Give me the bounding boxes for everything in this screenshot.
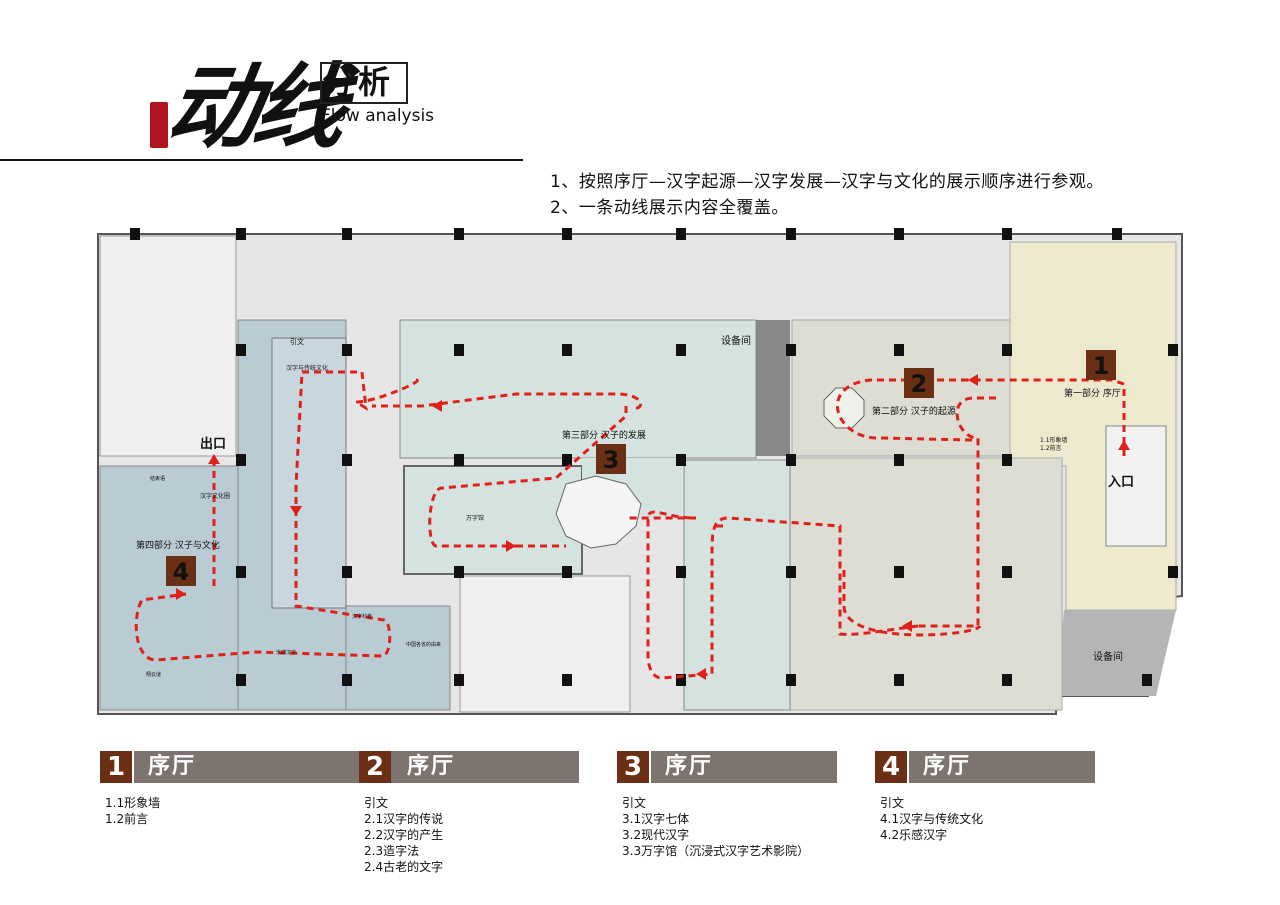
title-divider	[0, 159, 523, 161]
legend-4-title: 序厅	[909, 751, 1095, 783]
route-arrows	[176, 374, 1130, 680]
floor-plan: 1 2 3 4 入口 出口 设备间 设备间 第一部分 序厅 第二部分 汉子的起源…	[96, 226, 1186, 722]
title-sub-frame	[320, 62, 408, 104]
legend-3-title: 序厅	[651, 751, 837, 783]
entrance-core	[1105, 425, 1167, 547]
legend-3-item: 3.3万字馆（沉浸式汉字艺术影院）	[622, 844, 810, 858]
section4-inner	[271, 337, 347, 609]
xiangyu-label: 翔云谜	[146, 671, 161, 678]
legend-4-item: 引文	[880, 796, 905, 810]
svg-text:3: 3	[603, 446, 620, 474]
wanzi-label: 万字馆	[466, 514, 484, 522]
section1-item: 1.1形象墙	[1040, 436, 1068, 444]
legend-2-item: 引文	[364, 796, 389, 810]
section2-label: 第二部分 汉子的起源	[872, 405, 956, 417]
zhongguo-label: 中国各省的由来	[406, 641, 441, 648]
section1-item: 1.2前言	[1040, 444, 1062, 452]
stair-bottom	[459, 575, 631, 713]
exit-label: 出口	[200, 436, 226, 452]
marker-3: 3	[596, 444, 626, 474]
section1-label: 第一部分 序厅	[1064, 387, 1121, 399]
legend-3-number: 3	[617, 751, 649, 783]
marker-1: 1	[1086, 350, 1116, 380]
entrance-label: 入口	[1108, 475, 1134, 490]
intro-line-1: 1、按照序厅—汉字起源—汉字发展—汉字与文化的展示顺序进行参观。	[550, 172, 1104, 192]
section3-area	[399, 319, 757, 459]
svg-text:1: 1	[1093, 352, 1110, 380]
yinwen-label: 引文	[290, 337, 304, 346]
legend-1-item: 1.2前言	[105, 812, 149, 826]
section3-label: 第三部分 汉子的发展	[562, 429, 646, 441]
legend-3-item: 3.2现代汉字	[622, 828, 690, 842]
legend-2-item: 2.2汉字的产生	[364, 828, 444, 842]
section4-left	[99, 465, 239, 711]
rock-feature	[555, 475, 642, 549]
legend-3-items: 引文 3.1汉字七体 3.2现代汉字 3.3万字馆（沉浸式汉字艺术影院）	[622, 795, 862, 859]
legend-2-number: 2	[359, 751, 391, 783]
equipment-room-right-label: 设备间	[1093, 650, 1123, 663]
legend-1-item: 1.1形象墙	[105, 796, 161, 810]
legend-1-number: 1	[100, 751, 132, 783]
octagon-feature	[823, 387, 865, 429]
route-path-mid	[372, 392, 643, 410]
wenhua-label: 汉字文化圈	[200, 492, 230, 500]
legend-3-item: 引文	[622, 796, 647, 810]
wanzi-hall	[403, 465, 583, 575]
section2-area	[791, 319, 1011, 457]
section4-label: 第四部分 汉子与文化	[136, 539, 220, 551]
marker-2: 2	[904, 368, 934, 398]
jieshu-label: 结束语	[150, 475, 165, 482]
restroom-area	[99, 235, 237, 457]
route-path-sec2	[836, 378, 973, 442]
legend-2-item: 2.1汉字的传说	[364, 812, 444, 826]
intro-line-2: 2、一条动线展示内容全覆盖。	[550, 198, 789, 218]
legend-2-items: 引文 2.1汉字的传说 2.2汉字的产生 2.3造字法 2.4古老的文字	[364, 795, 584, 875]
legend-4-item: 4.2乐感汉字	[880, 828, 948, 842]
page-title-english: Flow analysis	[321, 106, 435, 126]
legend-2-title: 序厅	[393, 751, 579, 783]
svg-text:4: 4	[173, 558, 190, 586]
seal-stamp	[150, 102, 168, 148]
yuegan-label: 乐感汉字	[276, 649, 296, 656]
legend-2-item: 2.4古老的文字	[364, 860, 444, 874]
section2-lower	[789, 457, 1063, 711]
kepu-label: 汉字科普	[352, 613, 372, 620]
page-subtitle: 分析	[322, 63, 395, 101]
section3-lower	[683, 459, 791, 711]
marker-4: 4	[166, 556, 196, 586]
equipment-room-top-label: 设备间	[721, 334, 751, 347]
legend-4-number: 4	[875, 751, 907, 783]
svg-text:2: 2	[911, 370, 928, 398]
legend-4-item: 4.1汉字与传统文化	[880, 812, 984, 826]
legend-1-items: 1.1形象墙 1.2前言	[105, 795, 345, 827]
legend-3-item: 3.1汉字七体	[622, 812, 690, 826]
route-path-sec2b	[842, 570, 982, 637]
chuantong-label: 汉字与传统文化	[286, 364, 328, 372]
legend-4-items: 引文 4.1汉字与传统文化 4.2乐感汉字	[880, 795, 1100, 843]
pillars	[130, 228, 1178, 686]
legend-2-item: 2.3造字法	[364, 844, 420, 858]
route-path	[134, 370, 1126, 680]
section4-bottom	[345, 605, 451, 711]
